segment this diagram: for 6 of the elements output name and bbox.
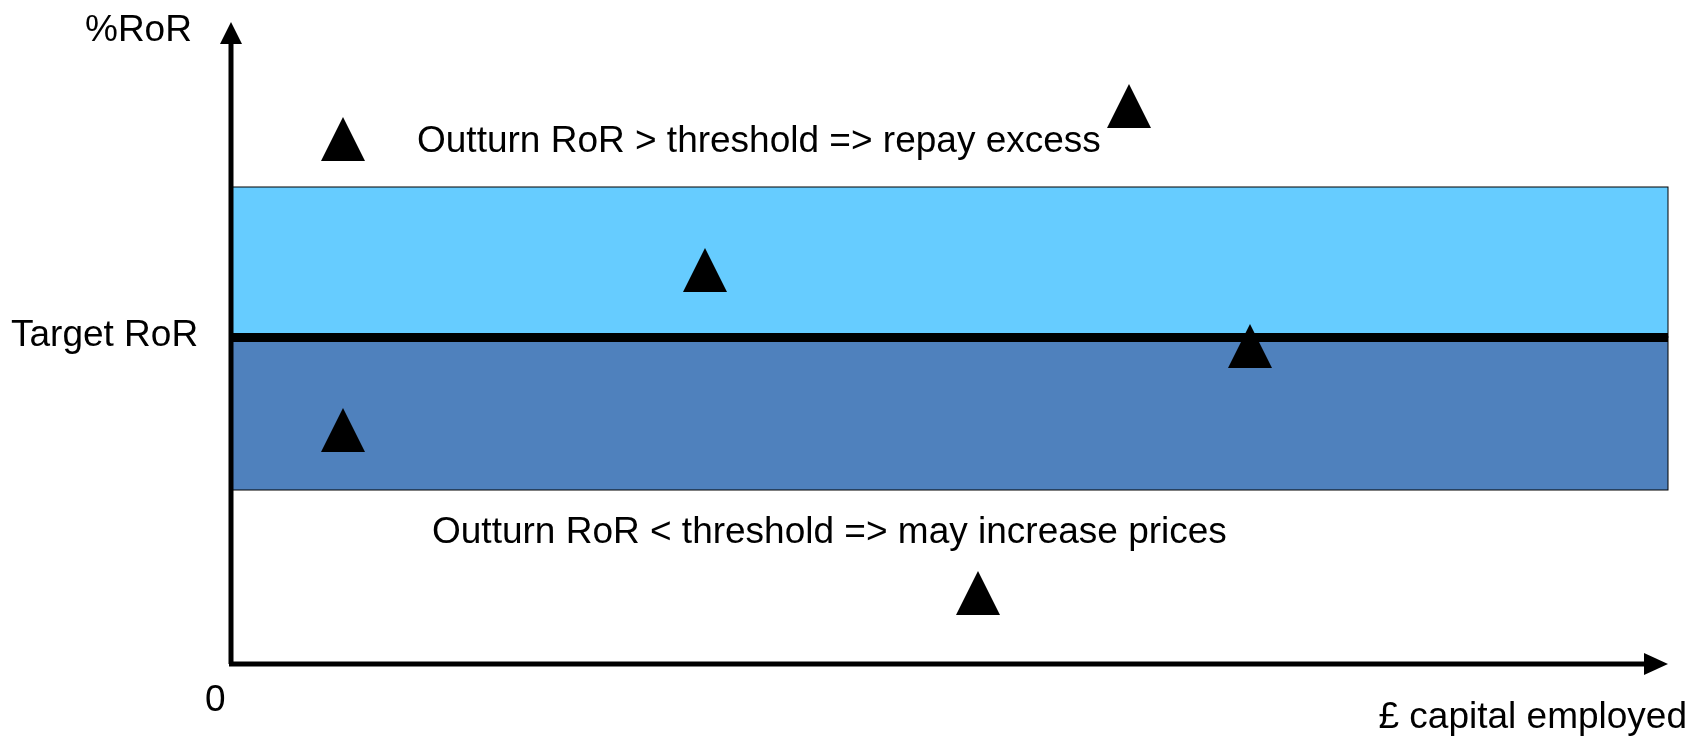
annotation: Outturn RoR < threshold => may increase prices bbox=[432, 512, 1227, 549]
annotation: Outturn RoR > threshold => repay excess bbox=[417, 121, 1101, 158]
axis-title: £ capital employed bbox=[1378, 697, 1687, 734]
axis-title: %RoR bbox=[85, 10, 192, 47]
axis-label: 0 bbox=[205, 680, 226, 717]
axis-label: Target RoR bbox=[11, 315, 199, 352]
